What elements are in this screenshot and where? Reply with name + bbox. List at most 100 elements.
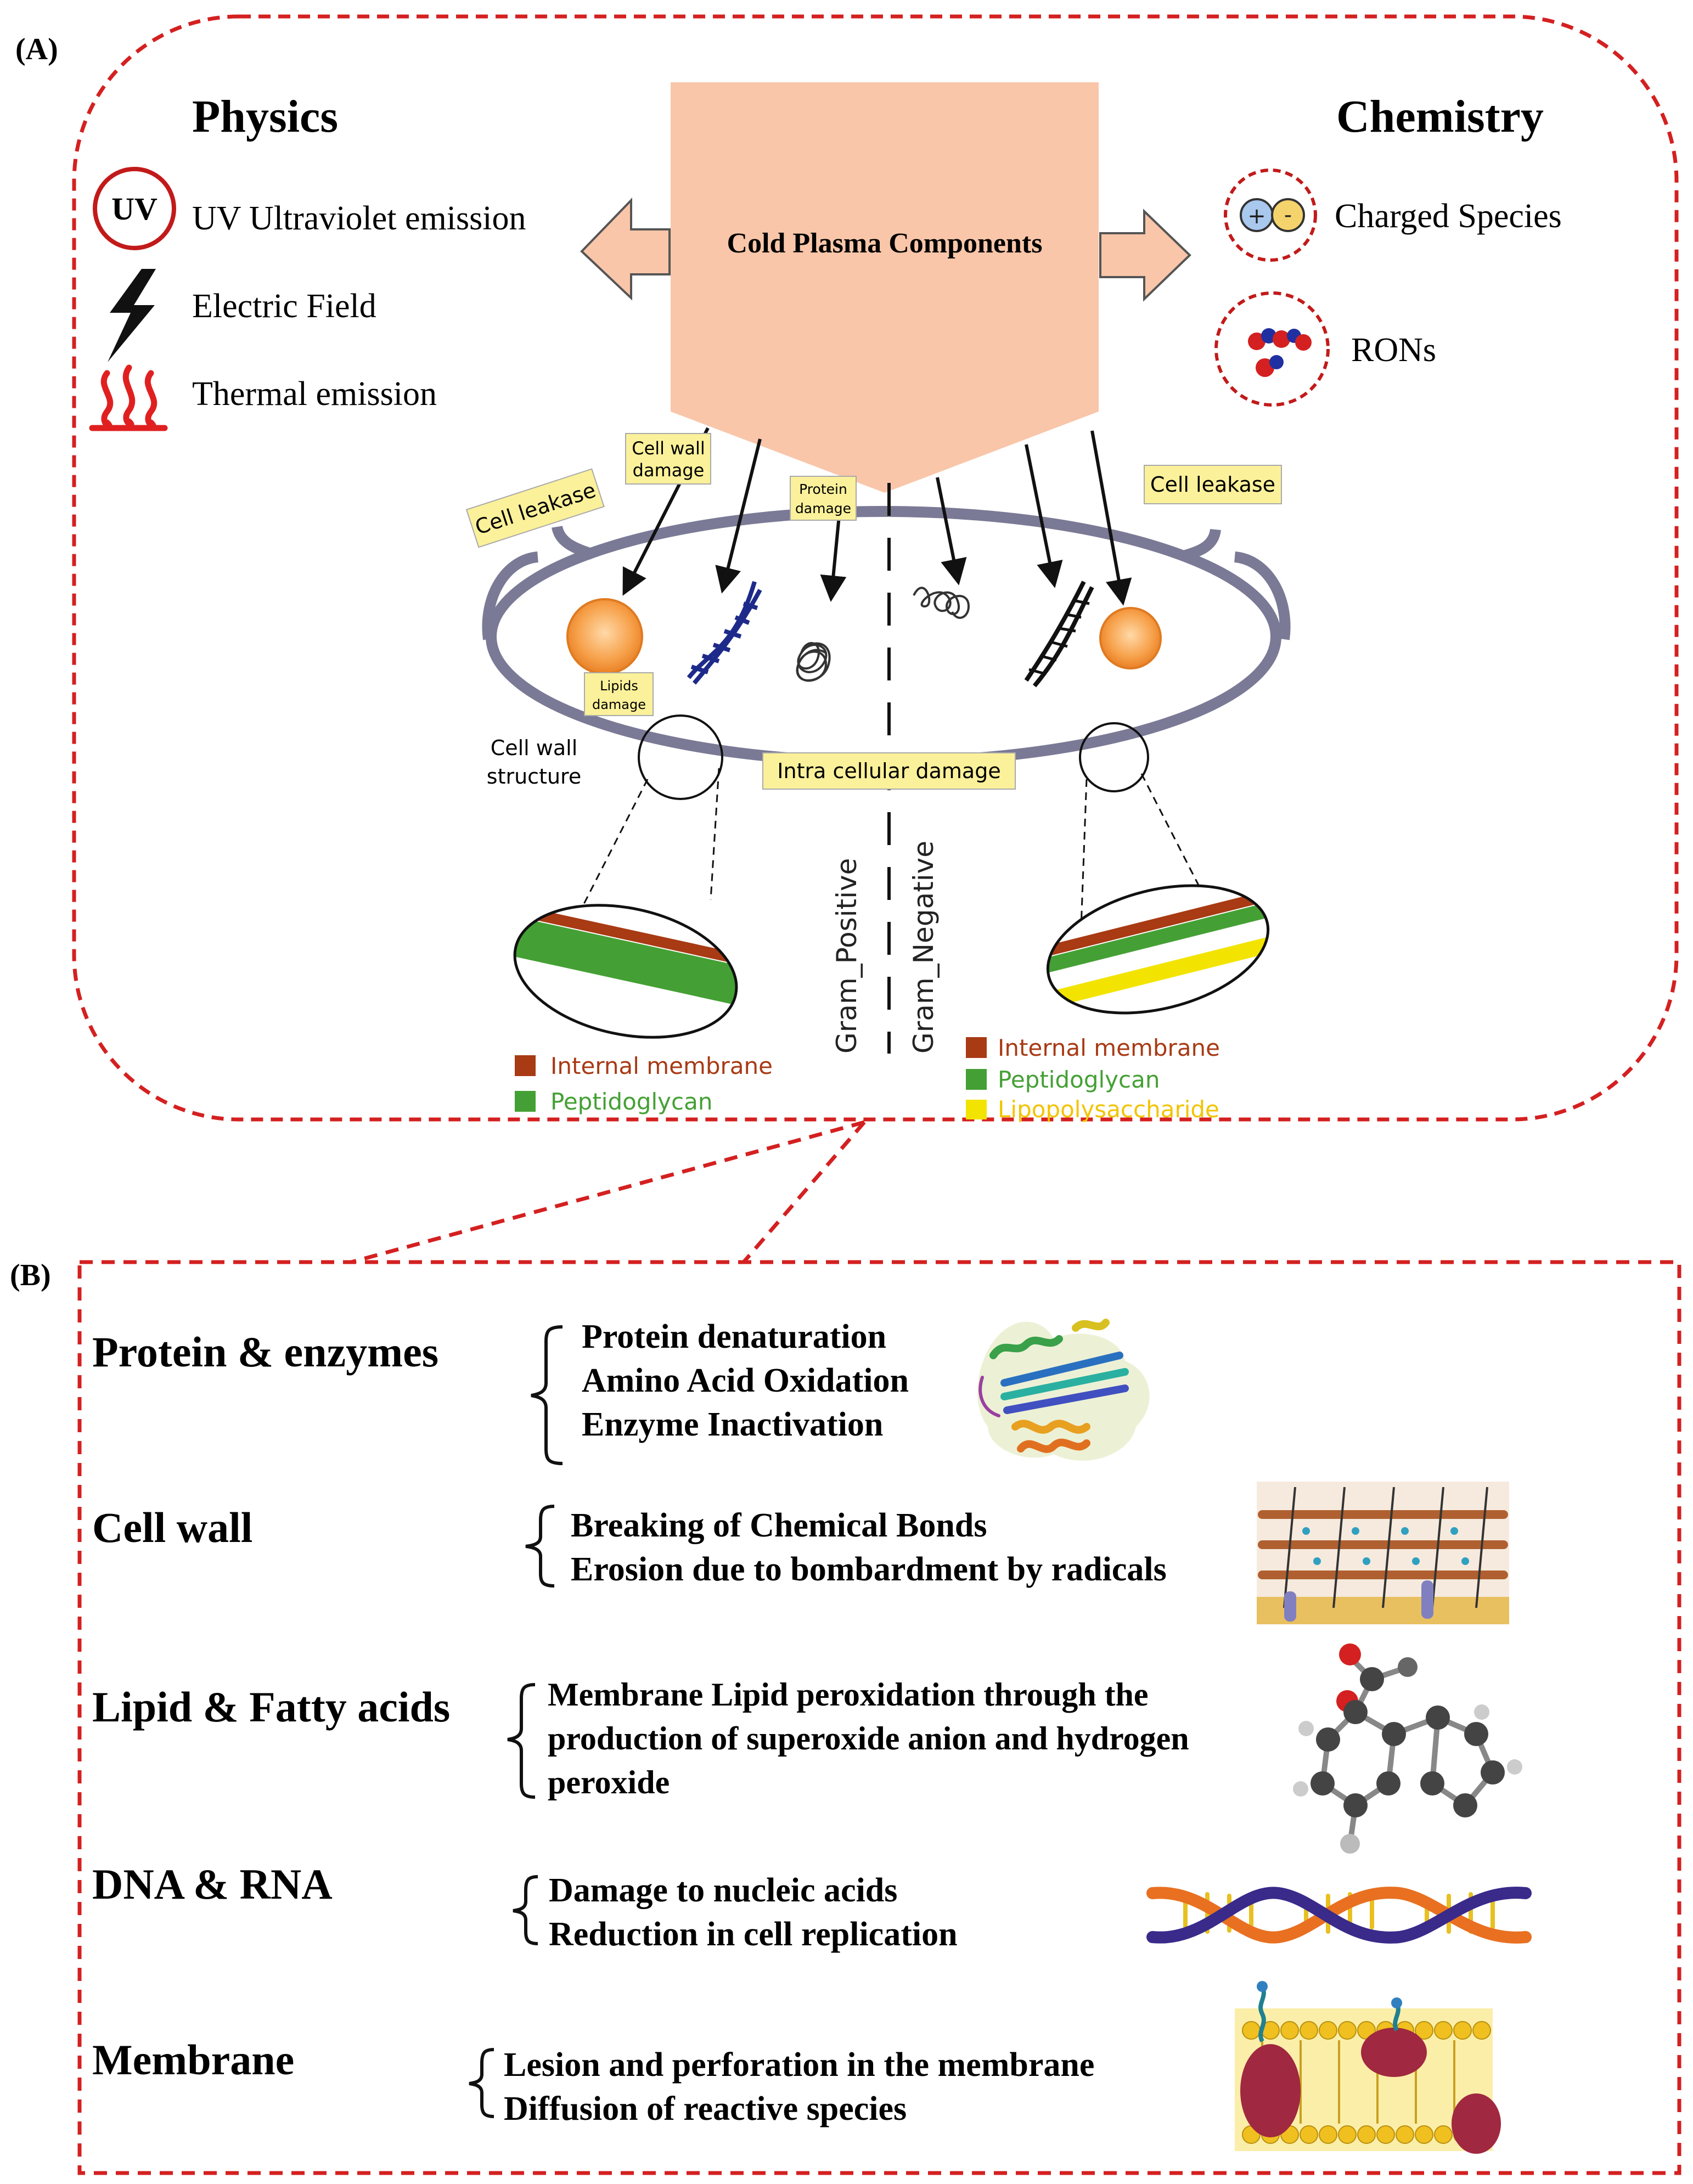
lipid-bilayer-icon (1235, 1981, 1501, 2154)
cold-plasma-shape (671, 82, 1099, 493)
arrow-to-physics (580, 198, 671, 301)
cell-wall-mesh-icon (1257, 1482, 1509, 1624)
dna-strand-right (1024, 581, 1094, 688)
protein-coil-right (913, 587, 970, 619)
legend-right-lps-label: Lipopolysaccharide (998, 1096, 1219, 1123)
cold-plasma-title: Cold Plasma Components (727, 228, 1043, 259)
row-cellwall-line-2: Erosion due to bombardment by radicals (571, 1551, 1167, 1588)
intra-cellular-damage-tag: Intra cellular damage (762, 752, 1016, 790)
cell-leak-flap-right (1234, 551, 1291, 640)
lipid-molecule-icon (1293, 1643, 1522, 1854)
panel-a: (A) Physics Chemistry UV UV Ultraviolet … (15, 14, 1679, 1123)
damage-arrow-5 (1025, 444, 1063, 588)
lipids-damage-label-1: Lipids (600, 678, 638, 694)
heat-icon (89, 364, 168, 431)
connector-left (351, 1120, 865, 1264)
row-membrane-brace (469, 2048, 494, 2118)
chemistry-item-charged-label: Charged Species (1335, 198, 1562, 235)
lightning-icon (108, 269, 156, 362)
legend-right-lps-swatch (966, 1100, 987, 1119)
row-lipid-line-3: peroxide (548, 1764, 670, 1800)
intra-cellular-damage-label: Intra cellular damage (777, 759, 1000, 783)
cell-wall-damage-label-1: Cell wall (632, 438, 705, 459)
panel-b-dashed-border (77, 1260, 1681, 2175)
physics-title: Physics (192, 91, 338, 142)
zoom-line-left-a (581, 779, 649, 909)
row-membrane-title: Membrane (92, 2036, 294, 2084)
cell-wall-damage-label-2: damage (633, 460, 705, 481)
lipids-damage-label-2: damage (592, 697, 646, 712)
dna-helix-icon (1146, 1887, 1532, 1944)
row-lipid-title: Lipid & Fatty acids (92, 1683, 450, 1731)
chemistry-title: Chemistry (1336, 91, 1544, 142)
cell-wall-damage-tag: Cell wall damage (625, 433, 711, 485)
cell-leak-flap-right-2 (1184, 528, 1221, 561)
panel-a-dashed-border (72, 14, 1679, 1122)
row-lipid-line-2: production of superoxide anion and hydro… (548, 1720, 1189, 1757)
physics-item-thermal-label: Thermal emission (192, 375, 437, 413)
zoom-line-right-b (1140, 773, 1200, 887)
protein-damage-label-2: damage (795, 500, 851, 516)
legend-left-peptido-label: Peptidoglycan (550, 1088, 712, 1115)
row-membrane-line-2: Diffusion of reactive species (504, 2090, 907, 2127)
protein-coil (796, 641, 831, 682)
legend-right-internal-label: Internal membrane (998, 1034, 1220, 1061)
lipids-damage-tag: Lipids damage (584, 672, 654, 716)
row-protein-line-2: Amino Acid Oxidation (582, 1362, 909, 1399)
zoom-line-left-b (710, 768, 720, 900)
zoom-circle-left (638, 714, 723, 800)
protein-damage-label-1: Protein (799, 481, 847, 497)
panel-a-label: (A) (15, 32, 58, 66)
protein-structure-icon (977, 1319, 1150, 1461)
uv-icon: UV (93, 167, 176, 250)
physics-item-uv-label: UV Ultraviolet emission (192, 200, 526, 237)
svg-text:-: - (1284, 202, 1292, 228)
cell-leakase-right-label: Cell leakase (1150, 472, 1275, 497)
row-dna-brace (513, 1875, 538, 1945)
legend-left-internal-swatch (515, 1055, 536, 1076)
row-protein-line-1: Protein denaturation (582, 1318, 886, 1355)
protein-damage-tag: Protein damage (790, 476, 857, 521)
row-lipid-line-1: Membrane Lipid peroxidation through the (548, 1676, 1149, 1713)
row-protein-title: Protein & enzymes (92, 1328, 438, 1376)
row-cellwall-brace (525, 1505, 555, 1588)
cell-wall-structure-label-2: structure (487, 764, 581, 789)
row-membrane-line-1: Lesion and perforation in the membrane (504, 2046, 1094, 2084)
gram-negative-wall-zoom (1034, 884, 1282, 1015)
panel-b: (B) Protein & enzymes Protein denaturati… (10, 1258, 1681, 2175)
row-dna-line-1: Damage to nucleic acids (549, 1872, 897, 1909)
legend-right-peptido-swatch (966, 1069, 987, 1090)
row-protein-brace (531, 1325, 563, 1465)
physics-item-electric-field-label: Electric Field (192, 288, 376, 325)
panel-b-label: (B) (10, 1258, 51, 1292)
row-cellwall-title: Cell wall (92, 1504, 252, 1551)
rons-molecule-icon (1214, 291, 1330, 407)
cell-leak-flap-left (482, 551, 539, 640)
zoom-circle-right (1079, 722, 1149, 792)
cell-leakase-left-tag: Cell leakase (465, 468, 605, 548)
damage-arrow-4 (936, 477, 967, 586)
cell-leakase-right-tag: Cell leakase (1144, 465, 1282, 504)
legend-right-peptido-label: Peptidoglycan (998, 1066, 1160, 1093)
row-dna-line-2: Reduction in cell replication (549, 1916, 958, 1953)
arrow-to-chemistry (1099, 209, 1191, 302)
charged-species-icon: + - (1224, 168, 1317, 262)
gram-positive-wall-zoom (502, 900, 749, 1039)
cell-wall-structure-label-1: Cell wall (491, 736, 578, 760)
uv-badge: UV (111, 191, 158, 227)
chemistry-item-rons-label: RONs (1351, 331, 1436, 369)
row-lipid-brace (507, 1683, 536, 1799)
legend-right-internal-swatch (966, 1037, 987, 1058)
damage-arrow-2 (715, 438, 762, 594)
legend-left-peptido-swatch (515, 1091, 536, 1112)
connector-right (742, 1121, 866, 1264)
gram-positive-label: Gram_Positive (831, 858, 863, 1054)
damage-arrow-3 (820, 510, 847, 602)
dna-strand-left (687, 581, 762, 685)
row-cellwall-line-1: Breaking of Chemical Bonds (571, 1507, 987, 1544)
damage-arrow-6 (1090, 430, 1132, 606)
row-protein-line-3: Enzyme Inactivation (582, 1406, 883, 1443)
svg-text:+: + (1247, 204, 1266, 229)
row-dna-title: DNA & RNA (92, 1860, 333, 1908)
